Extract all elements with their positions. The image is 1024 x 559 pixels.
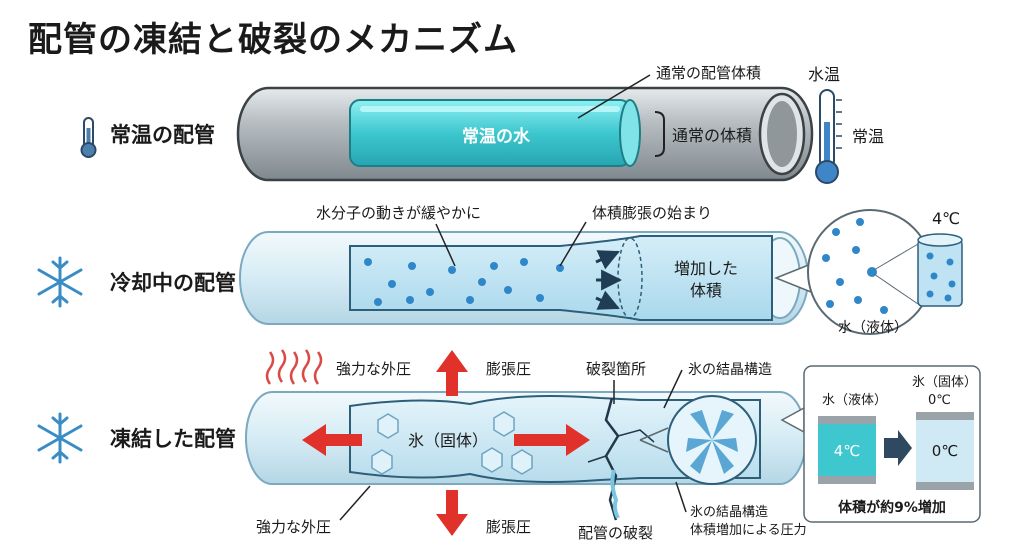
increased-volume-label-2: 体積	[690, 281, 722, 300]
snowflake-icon-frozen	[37, 412, 83, 464]
thermometer-icon	[80, 117, 97, 158]
crystal-bottom-leader	[675, 481, 687, 513]
comparison-solid-temp-top: 0℃	[928, 393, 951, 408]
comparison-liquid-temp: 4℃	[834, 442, 860, 460]
pipe-volume-label: 通常の配管体積	[656, 64, 761, 82]
comparison-liquid-label: 水（液体）	[822, 393, 887, 408]
expansion-pressure-bottom: 膨張圧	[486, 518, 531, 536]
expansion-pressure-top: 膨張圧	[486, 360, 531, 378]
thermometer-label: 常温	[852, 127, 884, 146]
row-label-cooling: 冷却中の配管	[110, 271, 236, 295]
comparison-caption: 体積が約9%増加	[838, 499, 946, 516]
molecule-leader	[435, 223, 456, 267]
red-pressure-arrows	[302, 350, 590, 536]
thermometer-title: 水温	[808, 65, 840, 84]
pipe-burst-label: 配管の破裂	[578, 524, 653, 542]
row-label-normal: 常温の配管	[110, 123, 215, 147]
comparison-solid-label: 氷（固体）	[912, 375, 977, 390]
inset-label: 水（液体）	[838, 320, 908, 336]
comparison-solid-temp: 0℃	[932, 442, 958, 460]
normal-volume-label: 通常の体積	[672, 126, 752, 145]
normal-pipe	[236, 86, 814, 182]
external-pressure-top: 強力な外圧	[336, 360, 411, 378]
inset-temp: 4℃	[932, 209, 960, 228]
expansion-arrows	[595, 250, 623, 310]
crystal-bottom-label-2: 体積増加による圧力	[690, 523, 807, 538]
crystal-bottom-label-1: 氷の結晶構造	[690, 505, 768, 520]
molecule-label: 水分子の動きが緩やかに	[316, 204, 481, 222]
water-temperature-thermometer	[815, 89, 842, 184]
normal-water-label: 常温の水	[462, 126, 531, 147]
external-pressure-leader	[339, 485, 371, 521]
expansion-start-leader	[559, 221, 587, 267]
volume-comparison-panel	[780, 365, 981, 523]
crystal-top-label: 氷の結晶構造	[688, 362, 772, 378]
page-title: 配管の凍結と破裂のメカニズム	[28, 20, 518, 60]
row-label-frozen: 凍結した配管	[110, 427, 236, 451]
crystal-magnifier	[639, 395, 757, 485]
ice-label: 氷（固体）	[408, 431, 488, 450]
cooling-pipe	[239, 231, 809, 325]
burst-point-label: 破裂箇所	[586, 360, 646, 378]
liquid-inset	[773, 209, 963, 335]
pipe-volume-leader	[577, 74, 651, 119]
expansion-start-label: 体積膨張の始まり	[592, 204, 712, 222]
snowflake-icon	[37, 256, 83, 308]
volume-bracket	[654, 111, 665, 157]
water-molecules	[364, 258, 564, 306]
increased-volume-label-1: 増加した	[674, 259, 738, 278]
heat-waves-icon	[265, 349, 323, 385]
crystal-top-leader	[663, 369, 683, 409]
external-pressure-bottom: 強力な外圧	[256, 518, 331, 536]
